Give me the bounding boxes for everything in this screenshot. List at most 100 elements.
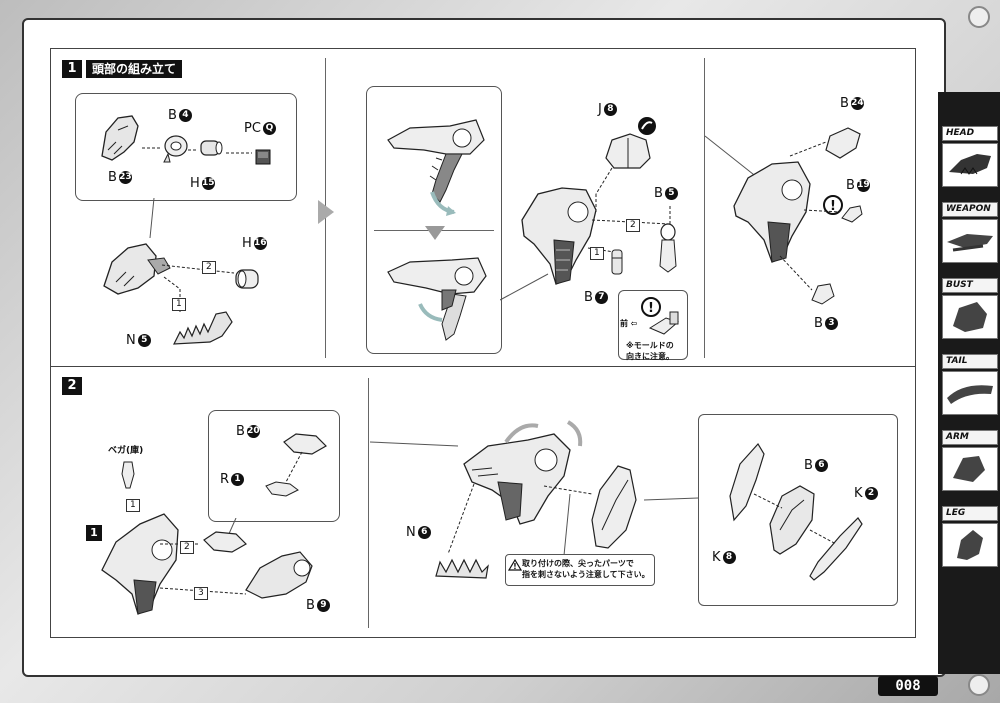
step2-number: 2 [62, 377, 82, 395]
step1-title: 頭部の組み立て [86, 60, 183, 78]
armor-plate [591, 465, 637, 549]
label-bega: ベガ(庫) [108, 446, 144, 456]
head-assembly-4 [101, 513, 179, 615]
seq-marker-3: 3 [194, 584, 208, 600]
callout-pointer [644, 497, 699, 501]
jaw-teeth-n5 [173, 311, 233, 345]
warning-line1: 取り付けの際、尖ったパーツで [522, 559, 634, 568]
step2-divider [368, 378, 369, 628]
bust-icon [942, 295, 998, 339]
warning-line2: 指を刺さないよう注意して下さい。 [522, 570, 650, 579]
glue-icon [638, 117, 656, 135]
svg-text:!: ! [513, 562, 517, 571]
head-assembly-5 [463, 433, 571, 525]
step1-number: 1 [62, 60, 82, 78]
jaw-closed-view [387, 257, 487, 341]
part-bega [121, 461, 135, 489]
arm-icon [942, 447, 998, 491]
part-b6 [769, 485, 815, 555]
tab-weapon-label: WEAPON [942, 202, 998, 217]
seq-marker-1: 1 [126, 496, 140, 512]
tab-tail[interactable]: TAIL [942, 354, 998, 416]
tail-icon [942, 371, 998, 415]
assembly-guide-lines [587, 167, 671, 253]
part-b3 [811, 283, 835, 305]
head-assembly-3 [733, 161, 811, 263]
jaw-open-view [387, 119, 485, 203]
tab-arm-label: ARM [942, 430, 998, 445]
seq-marker-2: 2 [626, 216, 640, 232]
callout-pointer [370, 441, 459, 447]
teeth-n6 [435, 558, 489, 579]
assembly-guide-line [142, 147, 252, 154]
assembly-guide-line [447, 483, 475, 555]
part-pcq [255, 149, 271, 165]
assembly-guide-lines [779, 141, 841, 291]
part-h16 [235, 269, 259, 289]
rotate-arrow-icon [418, 303, 443, 322]
head-assembly-1 [103, 243, 171, 295]
seq-marker-1: 1 [590, 244, 604, 260]
tab-bust-label: BUST [942, 278, 998, 293]
seq-marker-2: 2 [202, 258, 216, 274]
head-assembly-2 [521, 187, 597, 285]
step2-detail-callout [208, 410, 340, 522]
svg-text:!: ! [648, 301, 654, 316]
corner-dot-icon [968, 674, 990, 696]
mold-note-line1: ※モールドの [626, 341, 674, 350]
part-b7-detail [648, 311, 679, 335]
caution-icon: ! [823, 195, 843, 215]
part-b4 [163, 135, 188, 163]
callout-pointer [500, 273, 549, 301]
svg-text:!: ! [830, 199, 836, 214]
part-j8 [605, 133, 651, 169]
head-icon [942, 143, 998, 187]
tab-tail-label: TAIL [942, 354, 998, 369]
rotate-arrows-icon [504, 420, 583, 447]
front-indicator: 前 ⇦ [620, 319, 638, 328]
tab-arm[interactable]: ARM [942, 430, 998, 492]
part-k2 [809, 517, 863, 581]
part-b7 [611, 249, 623, 275]
assembly-guide-line [285, 451, 303, 483]
part-r1 [265, 481, 299, 497]
tab-bust[interactable]: BUST [942, 278, 998, 340]
callout-pointer [149, 198, 155, 238]
page-number: 008 [878, 676, 938, 696]
part-b19 [841, 205, 863, 223]
tab-weapon[interactable]: WEAPON [942, 202, 998, 264]
tab-head[interactable]: HEAD [942, 126, 998, 188]
step1-reference-marker: 1 [86, 525, 102, 541]
next-step-arrow-icon [318, 200, 334, 224]
weapon-icon [942, 219, 998, 263]
part-h15 [200, 140, 223, 156]
tab-leg[interactable]: LEG [942, 506, 998, 568]
mold-note-line2: 向きに注意。 [626, 352, 674, 361]
rotate-arrow-icon [430, 191, 456, 216]
seq-marker-1: 1 [172, 295, 186, 311]
tab-head-label: HEAD [942, 126, 998, 141]
corner-dot-icon [968, 6, 990, 28]
tab-leg-label: LEG [942, 506, 998, 521]
part-b5 [659, 223, 677, 273]
part-b20-attached [203, 531, 247, 553]
head-part-b23 [101, 115, 139, 161]
part-b20 [283, 433, 327, 455]
